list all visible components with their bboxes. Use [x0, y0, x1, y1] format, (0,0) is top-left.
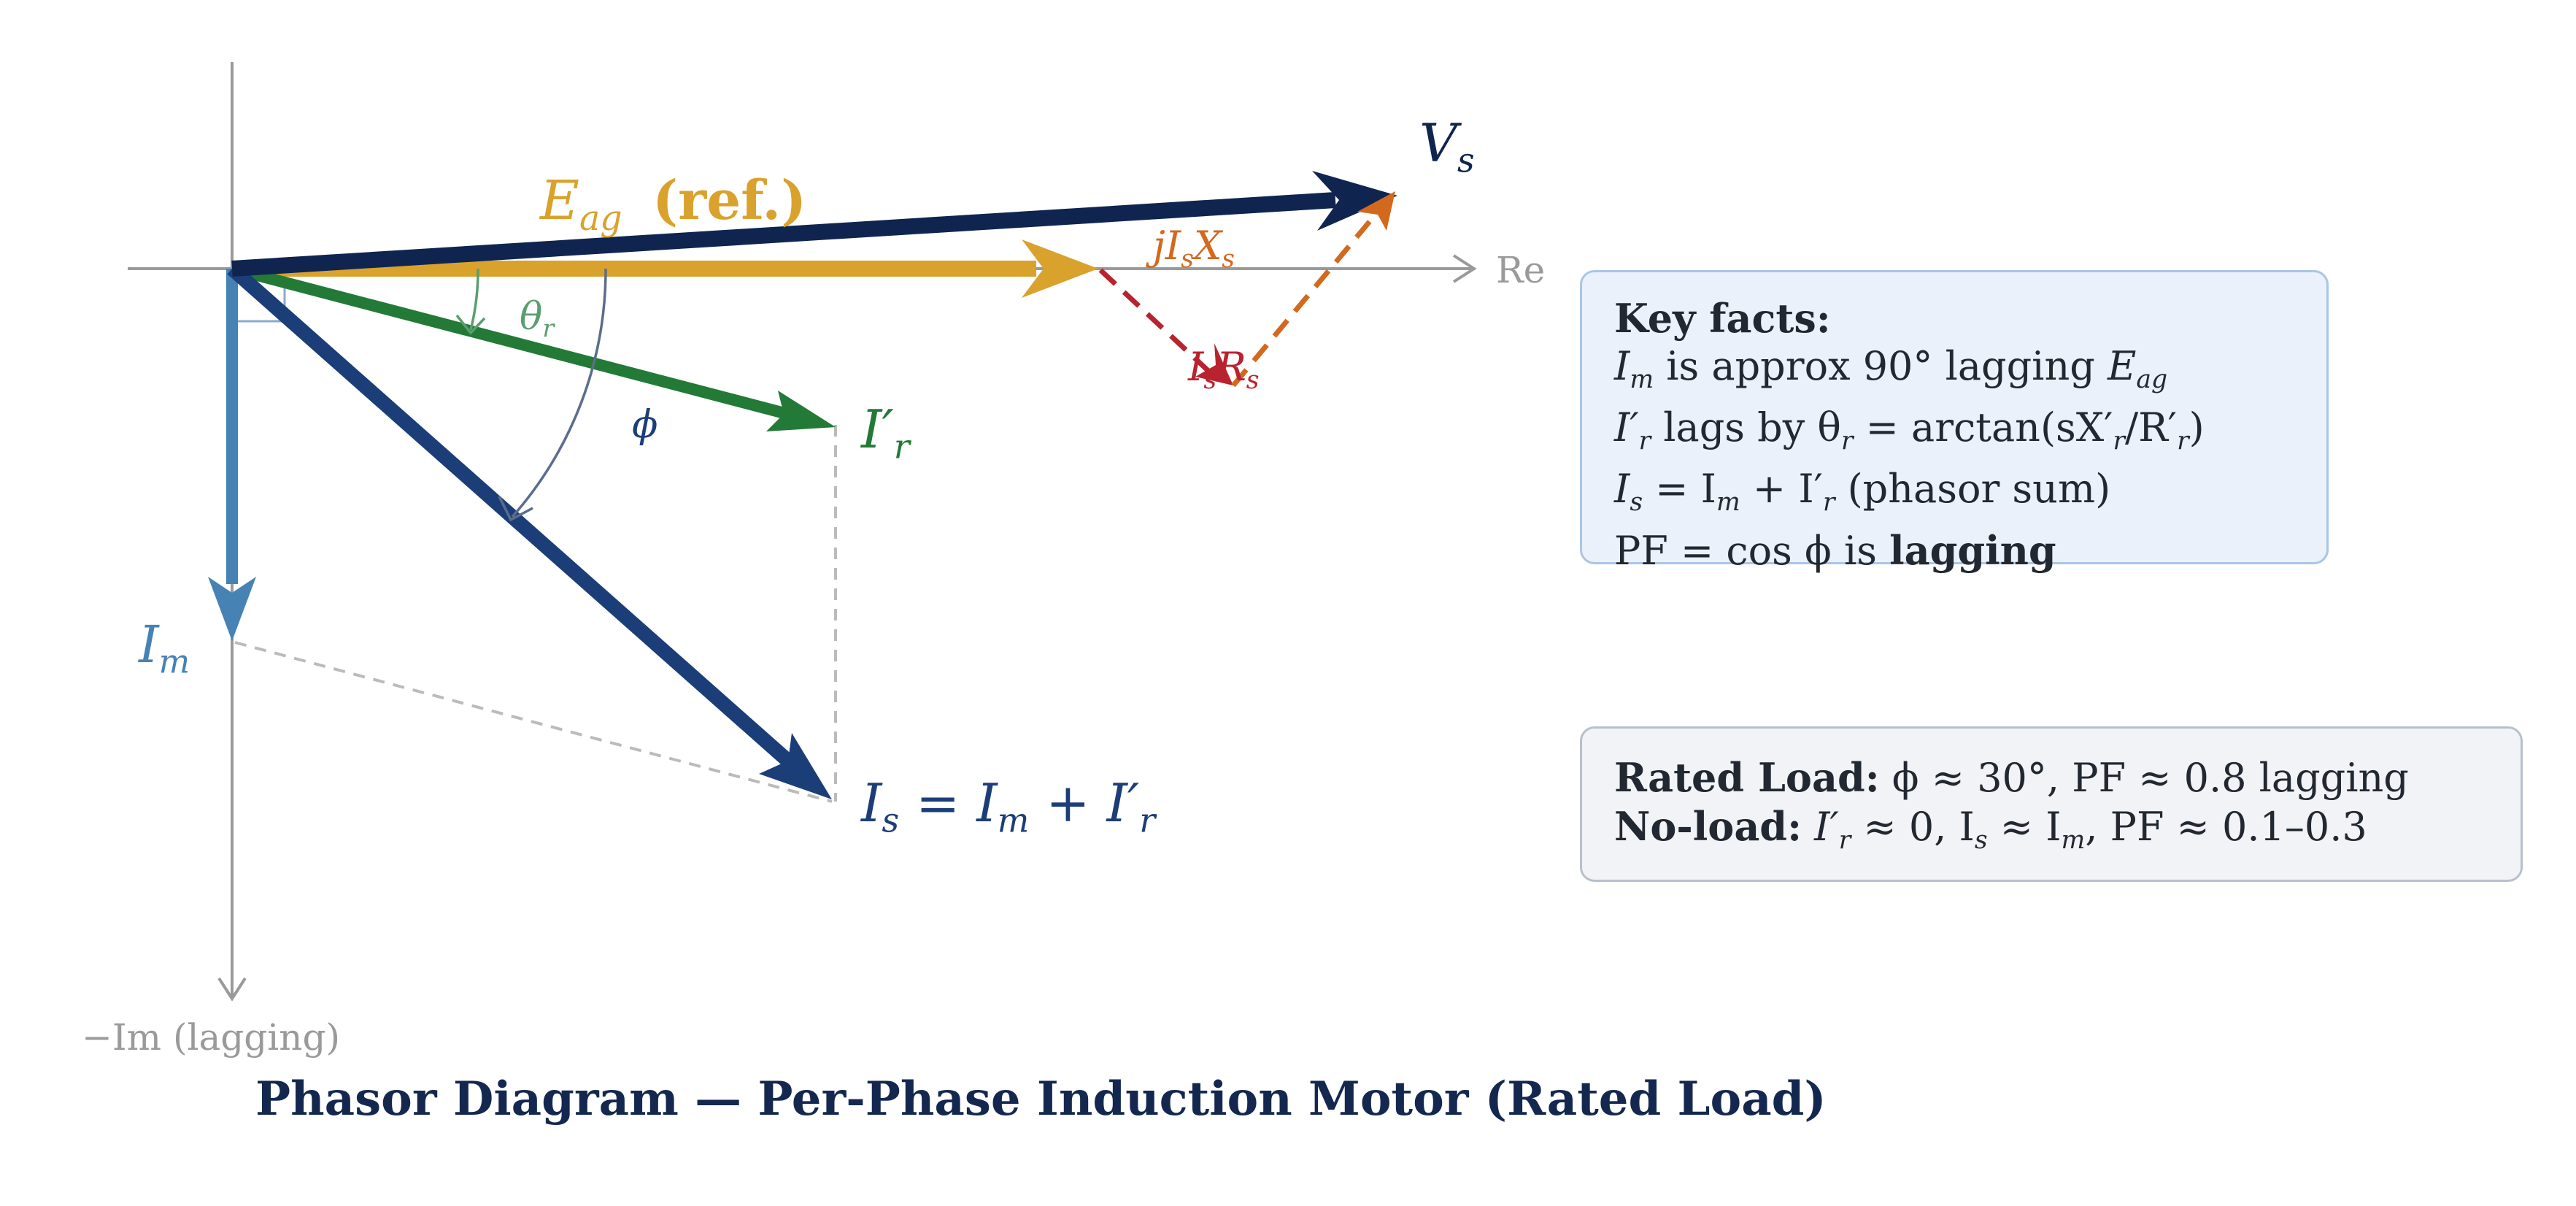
real-axis-arrowhead [1452, 254, 1477, 283]
vs-phasor-head [1312, 171, 1397, 231]
theta-r-arc-arrowhead [455, 314, 486, 335]
rated-load-note: Rated Load: ϕ ≈ 30°, PF ≈ 0.8 lagging [1614, 754, 2409, 801]
theta-r-arc [469, 268, 479, 331]
diagram-title: Phasor Diagram — Per-Phase Induction Mot… [255, 1072, 1827, 1126]
key-facts-heading: Key facts: [1614, 295, 1831, 342]
eag-label: Eag (ref.) [540, 169, 807, 239]
is-label: Is = Im + I′r [861, 772, 1156, 840]
key-fact-ir: I′r lags by θr = arctan(sX′r/R′r) [1614, 404, 2205, 456]
phi-arc-arrowhead [498, 496, 533, 522]
key-fact-im: Im is approx 90° lagging Eag [1614, 343, 2168, 395]
ir-phasor-head [766, 391, 836, 431]
im-phasor-head [208, 577, 256, 641]
theta-r-label: θr [520, 295, 555, 343]
no-load-note: No-load: I′r ≈ 0, Is ≈ Im, PF ≈ 0.1–0.3 [1614, 803, 2367, 856]
phi-arc [511, 268, 607, 518]
key-fact-is: Is = Im + I′r (phasor sum) [1614, 466, 2111, 518]
is-phasor-head [759, 733, 832, 799]
key-facts-box: Key facts: Im is approx 90° lagging Eag … [1580, 270, 2329, 574]
jisxs-drop-shaft [1231, 210, 1380, 388]
key-fact-pf: PF = cos ϕ is lagging [1614, 527, 2056, 575]
isrs-drop-shaft [1098, 268, 1212, 375]
vs-label: Vs [1419, 112, 1475, 180]
phi-label: ϕ [632, 403, 658, 447]
isrs-drop-head [1195, 343, 1233, 385]
ir-phasor-shaft [230, 263, 787, 419]
is-phasor-shaft [227, 263, 795, 769]
vs-phasor-shaft [231, 192, 1336, 277]
imag-axis-label: −Im (lagging) [82, 1016, 340, 1059]
isrs-label: IsRs [1188, 344, 1260, 396]
jisxs-drop-head [1357, 191, 1395, 231]
eag-phasor-head [1022, 239, 1098, 298]
im-projection-line [234, 641, 833, 803]
imag-axis-arrowhead [217, 977, 247, 1002]
im-label: Im [139, 615, 190, 681]
jisxs-label: jIsXs [1153, 223, 1235, 274]
ir-label: I′r [861, 399, 910, 466]
load-notes-box: Rated Load: ϕ ≈ 30°, PF ≈ 0.8 lagging No… [1580, 726, 2523, 882]
real-axis-label: Re [1496, 249, 1546, 291]
